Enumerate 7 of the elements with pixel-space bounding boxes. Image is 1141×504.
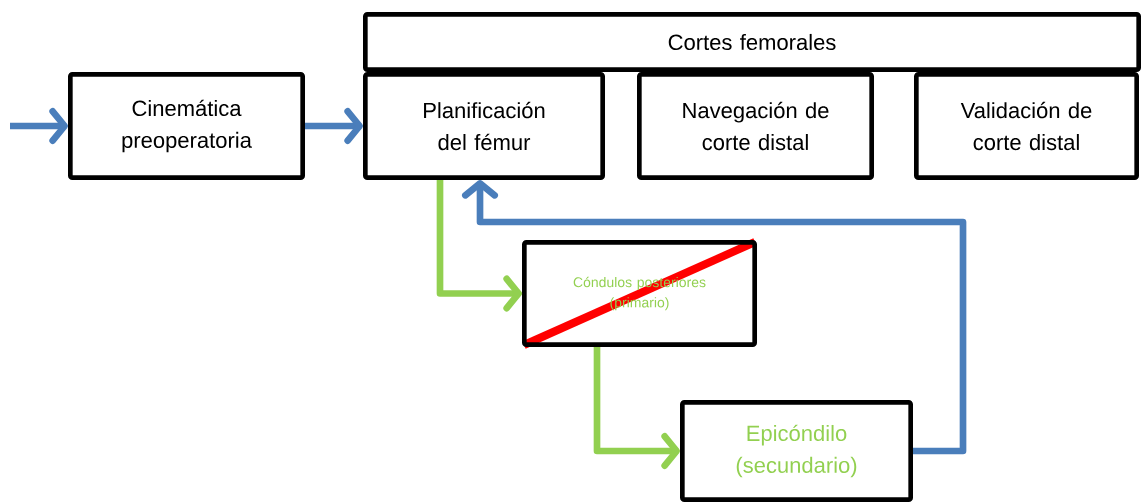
process-box: Epicóndilo (secundario) (680, 400, 913, 502)
process-box: Navegación de corte distal (637, 72, 874, 180)
process-box: Validación de corte distal (914, 72, 1139, 180)
process-box: Cortes femorales (363, 12, 1141, 72)
arrow (462, 180, 967, 455)
process-box: Planificación del fémur (363, 72, 605, 180)
process-box: Cinemática preoperatoria (68, 72, 305, 180)
